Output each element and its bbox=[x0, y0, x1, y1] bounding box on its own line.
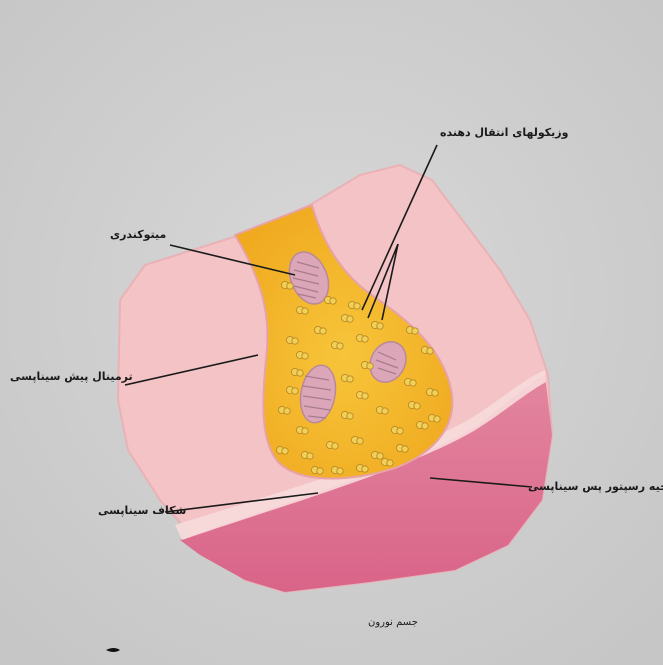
vesicle bbox=[377, 453, 383, 459]
label-presynaptic-terminal: ترمینال پیش سیناپسی bbox=[10, 370, 133, 383]
vesicle bbox=[397, 428, 403, 434]
vesicle bbox=[422, 423, 428, 429]
vesicle bbox=[292, 338, 298, 344]
vesicle bbox=[367, 363, 373, 369]
vesicle bbox=[382, 408, 388, 414]
vesicle bbox=[412, 328, 418, 334]
vesicle bbox=[362, 393, 368, 399]
vesicle bbox=[284, 408, 290, 414]
vesicle bbox=[307, 453, 313, 459]
vesicle bbox=[362, 466, 368, 472]
vesicle bbox=[320, 328, 326, 334]
vesicle bbox=[337, 468, 343, 474]
label-vesicles: وزیکولهای انتقال دهنده bbox=[440, 126, 568, 139]
vesicle bbox=[292, 388, 298, 394]
vesicle bbox=[377, 323, 383, 329]
vesicle bbox=[414, 403, 420, 409]
vesicle bbox=[387, 460, 393, 466]
label-neuron-body: جسم نورون bbox=[368, 617, 418, 628]
vesicle bbox=[317, 468, 323, 474]
vesicle bbox=[297, 370, 303, 376]
label-mitochondria: میتوکندری bbox=[110, 228, 166, 241]
vesicle bbox=[337, 343, 343, 349]
vesicle bbox=[347, 413, 353, 419]
vesicle bbox=[432, 390, 438, 396]
label-receptor-region: ناحیه رسپتور پس سیناپسی bbox=[528, 480, 663, 493]
vesicle bbox=[302, 428, 308, 434]
vesicle bbox=[354, 303, 360, 309]
vesicle bbox=[330, 298, 336, 304]
vesicle bbox=[357, 438, 363, 444]
vesicle bbox=[402, 446, 408, 452]
vesicle bbox=[362, 336, 368, 342]
vesicle bbox=[287, 283, 293, 289]
vesicle bbox=[434, 416, 440, 422]
vesicle bbox=[282, 448, 288, 454]
vesicle bbox=[427, 348, 433, 354]
label-synaptic-cleft: شکاف سیناپسی bbox=[98, 504, 186, 517]
vesicle bbox=[302, 308, 308, 314]
vesicle bbox=[302, 353, 308, 359]
vesicle bbox=[410, 380, 416, 386]
vesicle bbox=[347, 376, 353, 382]
vesicle bbox=[332, 443, 338, 449]
vesicle bbox=[347, 316, 353, 322]
